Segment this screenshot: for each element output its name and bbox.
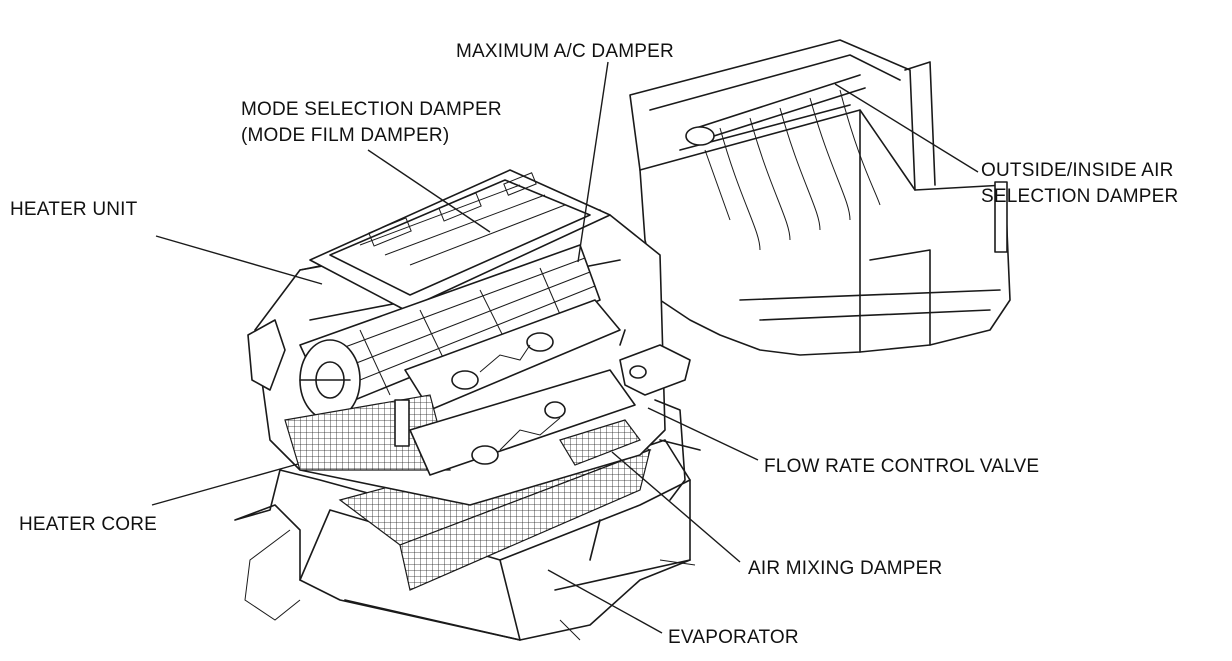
label-heater-core: HEATER CORE: [19, 514, 158, 535]
heater-core: [284, 394, 451, 471]
label-flow-rate-control-valve: FLOW RATE CONTROL VALVE: [764, 456, 1040, 477]
outside-inside-air-selection-damper: [685, 74, 881, 251]
label-selection-damper: SELECTION DAMPER: [981, 186, 1179, 207]
flow-rate-control-valve: [619, 329, 691, 396]
connector-pipes: [589, 399, 701, 561]
label-mode-selection-damper: MODE SELECTION DAMPER: [241, 99, 502, 120]
label-air-mixing-damper: AIR MIXING DAMPER: [748, 558, 943, 579]
mode-film-damper-drum: [247, 244, 601, 421]
label-outside-inside-air: OUTSIDE/INSIDE AIR: [981, 160, 1174, 181]
label-heater-unit: HEATER UNIT: [10, 199, 138, 220]
label-mode-film-damper: (MODE FILM DAMPER): [241, 125, 450, 146]
label-evaporator: EVAPORATOR: [668, 627, 799, 648]
mode-selection-lid: [309, 169, 611, 311]
leader-lines: [151, 61, 979, 634]
label-maximum-ac-damper: MAXIMUM A/C DAMPER: [456, 41, 674, 62]
air-mixing-damper: [409, 369, 641, 476]
